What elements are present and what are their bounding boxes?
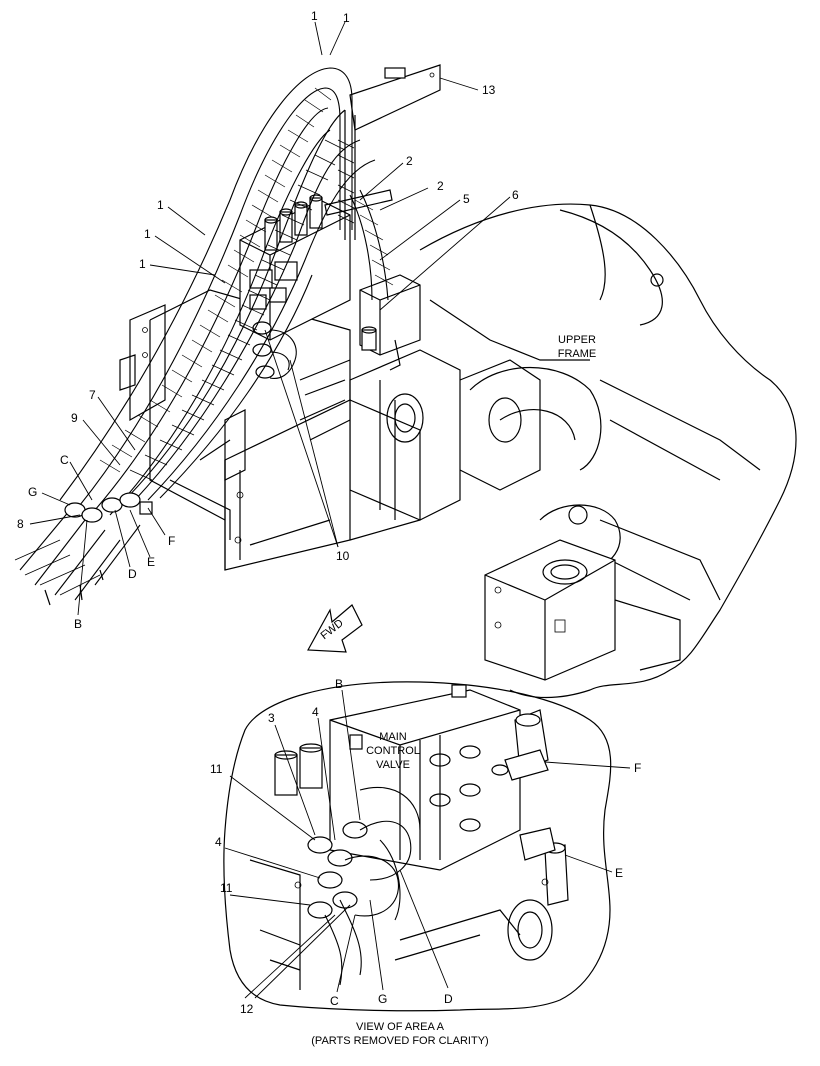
detail-view-area-a: MAIN CONTROL VALVE	[223, 681, 612, 1012]
callout-top-1a: 1	[311, 9, 318, 23]
callout-view-3: 3	[268, 711, 275, 725]
callout-e: E	[147, 555, 155, 569]
callout-left-1c: 1	[139, 257, 146, 271]
hose-bundle-upper	[14, 67, 394, 606]
callout-7: 7	[89, 388, 96, 402]
main-control-valve-label-line3: VALVE	[376, 759, 410, 771]
callout-2a: 2	[406, 154, 413, 168]
callout-10: 10	[336, 549, 350, 563]
callout-view-d: D	[444, 992, 453, 1006]
callout-top-1b: 1	[343, 11, 350, 25]
callout-view-b: B	[335, 677, 343, 691]
callout-5: 5	[463, 192, 470, 206]
callout-view-c: C	[330, 994, 339, 1008]
callout-view-12: 12	[240, 1002, 254, 1016]
callout-8: 8	[17, 517, 24, 531]
callout-view-e: E	[615, 866, 623, 880]
callout-9: 9	[71, 411, 78, 425]
upper-frame	[349, 203, 797, 699]
callout-left-1b: 1	[144, 227, 151, 241]
fwd-arrow: FWD	[307, 604, 363, 653]
callout-b: B	[74, 617, 82, 631]
callout-f: F	[168, 534, 175, 548]
main-control-valve-label-line2: CONTROL	[366, 745, 420, 757]
callout-view-11a: 11	[210, 762, 223, 776]
callout-c: C	[60, 453, 69, 467]
view-caption-line2: (PARTS REMOVED FOR CLARITY)	[311, 1035, 488, 1047]
callout-6: 6	[512, 188, 519, 202]
valve-mount-assembly	[119, 64, 441, 571]
callout-left-1a: 1	[157, 198, 164, 212]
upper-frame-label-line1: UPPER	[558, 334, 596, 346]
callout-view-11b: 11	[220, 881, 233, 895]
callout-view-4b: 4	[215, 835, 222, 849]
upper-frame-label-line2: FRAME	[558, 348, 597, 360]
leader-lines	[29, 21, 631, 999]
callout-view-f: F	[634, 761, 641, 775]
callout-g: G	[28, 485, 37, 499]
callout-13: 13	[482, 83, 496, 97]
callout-view-4a: 4	[312, 705, 319, 719]
callout-view-g: G	[378, 992, 387, 1006]
view-caption-line1: VIEW OF AREA A	[356, 1021, 445, 1033]
callouts: 1 1 13 2 2 5 6 1 1 1 7 9 C G 8 B D E F 1…	[17, 9, 641, 1016]
main-control-valve-label-line1: MAIN	[379, 731, 407, 743]
callout-2b: 2	[437, 179, 444, 193]
callout-d: D	[128, 567, 137, 581]
